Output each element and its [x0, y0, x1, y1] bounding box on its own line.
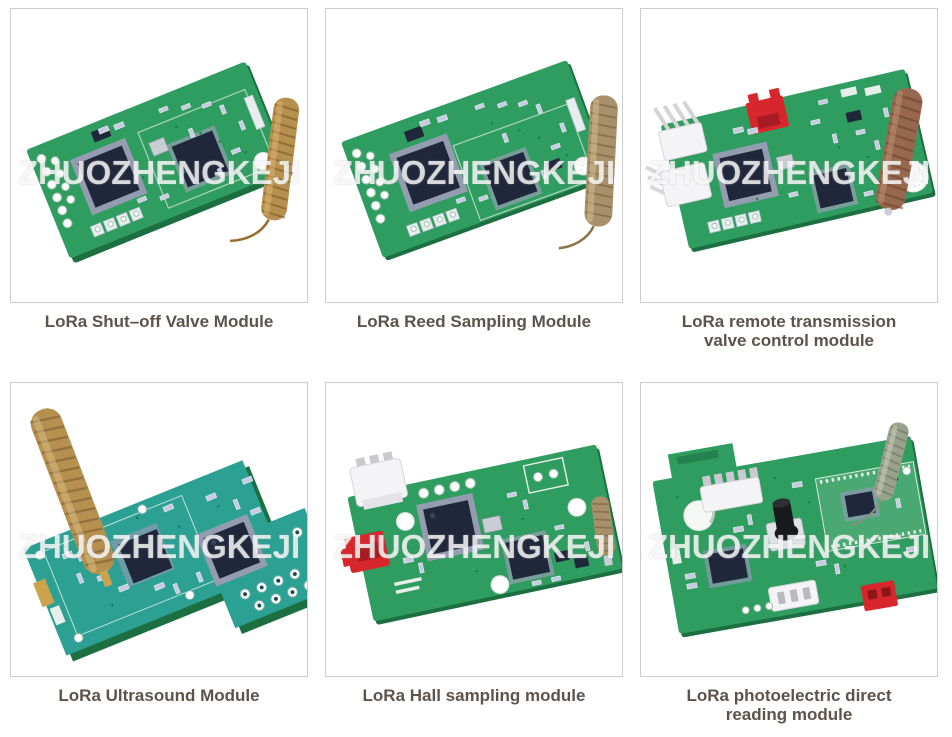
antenna-coil — [591, 496, 616, 566]
antenna-coil — [558, 95, 618, 250]
antenna-pad — [32, 578, 55, 608]
product-card-remote-valve-control[interactable]: ZHUOZHENGKEJI LoRa remote transmission v… — [640, 8, 938, 382]
qfp-chip — [712, 141, 779, 209]
pcb-photo-ultrasound — [23, 408, 307, 662]
qfn-chip — [110, 522, 175, 588]
product-card-photoelectric[interactable]: ZHUOZHENGKEJI LoRa photoelectric direct … — [640, 382, 938, 737]
mount-hole — [567, 497, 587, 517]
soic-chip — [403, 125, 425, 143]
white-connector — [349, 451, 408, 510]
pcb-board — [645, 69, 936, 252]
product-title[interactable]: LoRa remote transmission valve control m… — [681, 312, 897, 350]
product-title[interactable]: LoRa Ultrasound Module — [58, 686, 260, 705]
white-connector-3pin — [767, 579, 820, 612]
product-card-hall-sampling[interactable]: ZHUOZHENGKEJI LoRa Hall sampling module — [325, 382, 623, 737]
red-connector — [745, 87, 789, 135]
pcb-board — [652, 436, 937, 638]
mount-hole — [395, 512, 415, 531]
qfn-chip — [703, 543, 753, 589]
pcb-board — [23, 460, 307, 662]
pcb-photo-photoelectric — [652, 422, 937, 638]
qfn-chip — [500, 530, 555, 585]
sot-chip — [573, 555, 590, 569]
qfp-chip — [195, 514, 268, 587]
qfn-chip — [478, 146, 543, 211]
pcb-photo-shutoff-valve — [26, 62, 300, 263]
product-image-remote-valve-control[interactable]: ZHUOZHENGKEJI — [640, 8, 938, 303]
white-connector-lower — [645, 162, 712, 208]
product-image-hall-sampling[interactable]: ZHUOZHENGKEJI — [325, 382, 623, 677]
mount-hole — [490, 575, 510, 595]
product-card-reed-sampling[interactable]: ZHUOZHENGKEJI LoRa Reed Sampling Module — [325, 8, 623, 382]
product-image-ultrasound[interactable]: ZHUOZHENGKEJI — [10, 382, 308, 677]
sot-chip — [546, 157, 563, 173]
qfn-chip — [808, 163, 859, 214]
antenna-coil — [29, 408, 115, 588]
product-title[interactable]: LoRa Hall sampling module — [362, 686, 586, 705]
pcb-board — [341, 60, 612, 261]
product-image-shutoff-valve[interactable]: ZHUOZHENGKEJI — [10, 8, 308, 303]
qfp-chip — [69, 137, 148, 216]
red-connector-2pin — [860, 580, 898, 612]
product-title[interactable]: LoRa photoelectric direct reading module — [686, 686, 892, 724]
pcb-board — [26, 62, 293, 263]
radio-module — [814, 461, 927, 552]
qfp-chip — [416, 492, 485, 562]
hole-grid — [239, 526, 307, 611]
product-image-reed-sampling[interactable]: ZHUOZHENGKEJI — [325, 8, 623, 303]
pcb-photo-hall-sampling — [340, 444, 622, 625]
edge-pads — [707, 210, 762, 234]
antenna-coil — [875, 88, 923, 216]
antenna-coil — [850, 422, 909, 527]
antenna-coil — [230, 97, 300, 243]
product-image-photoelectric[interactable]: ZHUOZHENGKEJI — [640, 382, 938, 677]
edge-pads — [405, 207, 461, 237]
product-title[interactable]: LoRa Shut–off Valve Module — [44, 312, 274, 331]
tact-switch — [765, 498, 806, 552]
sot-chip — [845, 109, 863, 123]
qfn-chip — [166, 125, 234, 193]
red-connector — [340, 530, 390, 573]
product-card-ultrasound[interactable]: ZHUOZHENGKEJI LoRa Ultrasound Module — [10, 382, 308, 737]
edge-pads — [89, 206, 144, 238]
product-card-shutoff-valve[interactable]: ZHUOZHENGKEJI LoRa Shut–off Valve Module — [10, 8, 308, 382]
board-tab — [667, 443, 737, 480]
pcb-board — [340, 444, 622, 625]
qfp-chip — [388, 133, 468, 213]
pcb-photo-remote-valve-control — [645, 69, 936, 252]
sot-chip — [554, 549, 570, 563]
product-title[interactable]: LoRa Reed Sampling Module — [356, 312, 592, 331]
white-connector-5pin — [699, 467, 763, 513]
white-connector-upper — [653, 100, 708, 161]
pcb-photo-reed-sampling — [341, 60, 618, 261]
sensor-outline — [522, 456, 569, 494]
